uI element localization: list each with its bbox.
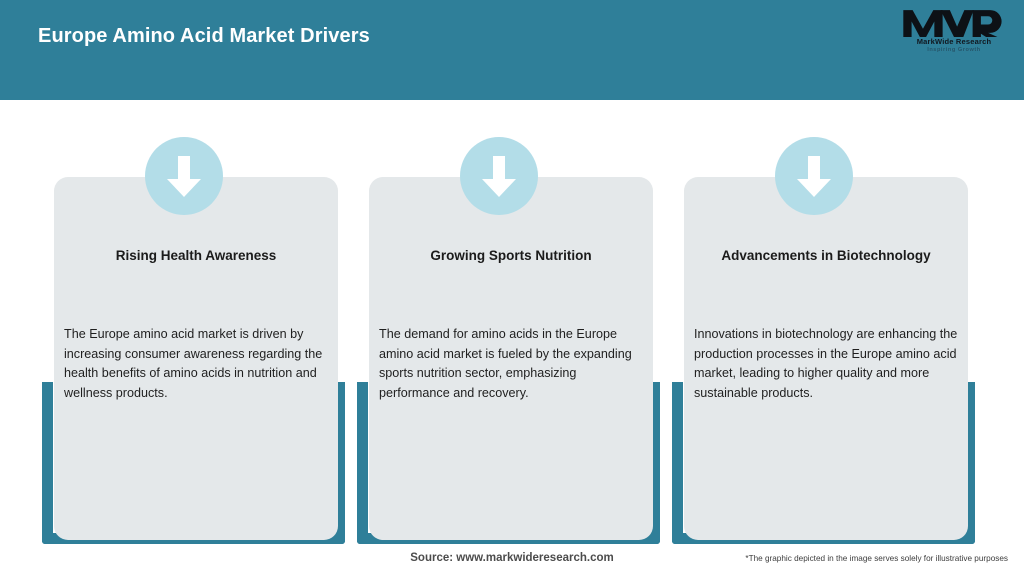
page-header: Europe Amino Acid Market Drivers MarkWid… xyxy=(0,0,1024,100)
card-body-text: The Europe amino acid market is driven b… xyxy=(64,327,323,400)
card-body-text: Innovations in biotechnology are enhanci… xyxy=(694,327,958,400)
driver-card[interactable]: Rising Health Awareness The Europe amino… xyxy=(28,100,345,544)
card-title: Advancements in Biotechnology xyxy=(721,248,931,263)
brand-logo: MarkWide Research Inspiring Growth xyxy=(902,8,1006,60)
source-label: Source: www.markwideresearch.com xyxy=(410,552,614,564)
card-panel xyxy=(684,177,968,540)
card-body-text: The demand for amino acids in the Europe… xyxy=(379,327,632,400)
driver-cards-group: Rising Health Awareness The Europe amino… xyxy=(0,100,1024,544)
card-title: Rising Health Awareness xyxy=(115,248,277,263)
arrow-down-icon xyxy=(145,137,223,215)
logo-tagline: Inspiring Growth xyxy=(927,47,981,53)
logo-company-name: MarkWide Research xyxy=(916,37,992,46)
card-panel xyxy=(54,177,338,540)
driver-card[interactable]: Growing Sports Nutrition The demand for … xyxy=(343,100,660,544)
arrow-down-icon xyxy=(460,137,538,215)
logo-mark-icon xyxy=(902,8,1006,38)
arrow-down-icon xyxy=(775,137,853,215)
page-title: Europe Amino Acid Market Drivers xyxy=(38,25,370,47)
driver-card[interactable]: Advancements in Biotechnology Innovation… xyxy=(658,100,975,544)
disclaimer-label: *The graphic depicted in the image serve… xyxy=(745,554,1008,563)
card-panel xyxy=(369,177,653,540)
card-title: Growing Sports Nutrition xyxy=(430,248,592,263)
